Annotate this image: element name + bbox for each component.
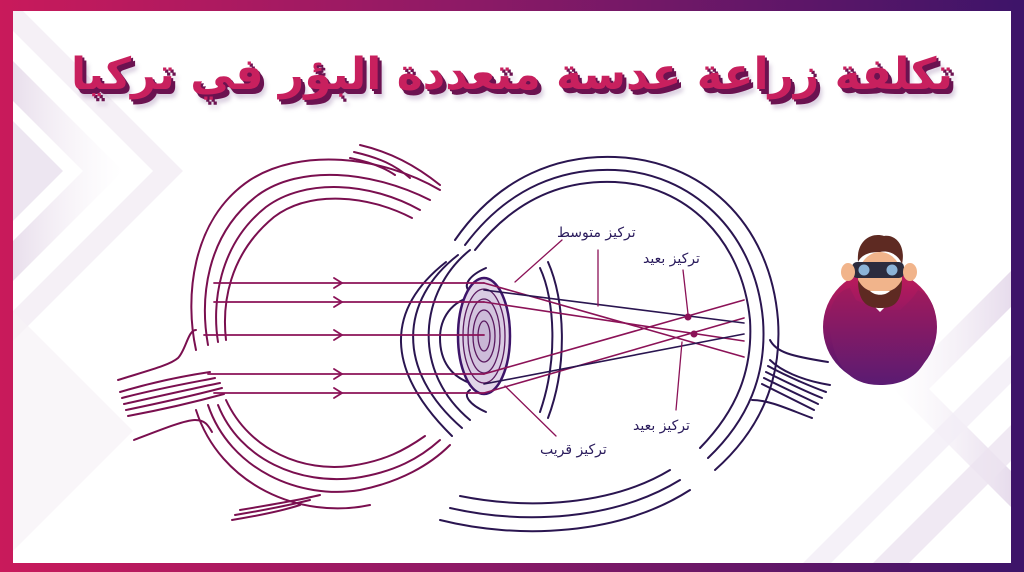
focal-point-dots-icon [684, 313, 698, 338]
label-far-focus-bottom: تركيز بعيد [633, 418, 690, 434]
page-title: تكلفة زراعة عدسة متعددة البؤر في تركيا [70, 49, 954, 100]
eye-left-outline-icon [117, 144, 451, 521]
light-ray-arrows-icon [203, 277, 485, 399]
label-far-focus-top: تركيز بعيد [643, 251, 700, 267]
background-chevrons-decor [13, 11, 1011, 563]
content-canvas: تكلفة زراعة عدسة متعددة البؤر في تركيا [13, 11, 1011, 563]
eye-diagram [117, 144, 937, 533]
man-with-binoculars-icon [823, 235, 937, 385]
label-leader-lines [504, 239, 689, 437]
label-medium-focus: تركيز متوسط [557, 225, 636, 241]
eye-right-cross-section-icon [400, 155, 831, 533]
lens-rings-icon [456, 276, 512, 396]
label-near-focus: تركيز قريب [540, 442, 607, 458]
